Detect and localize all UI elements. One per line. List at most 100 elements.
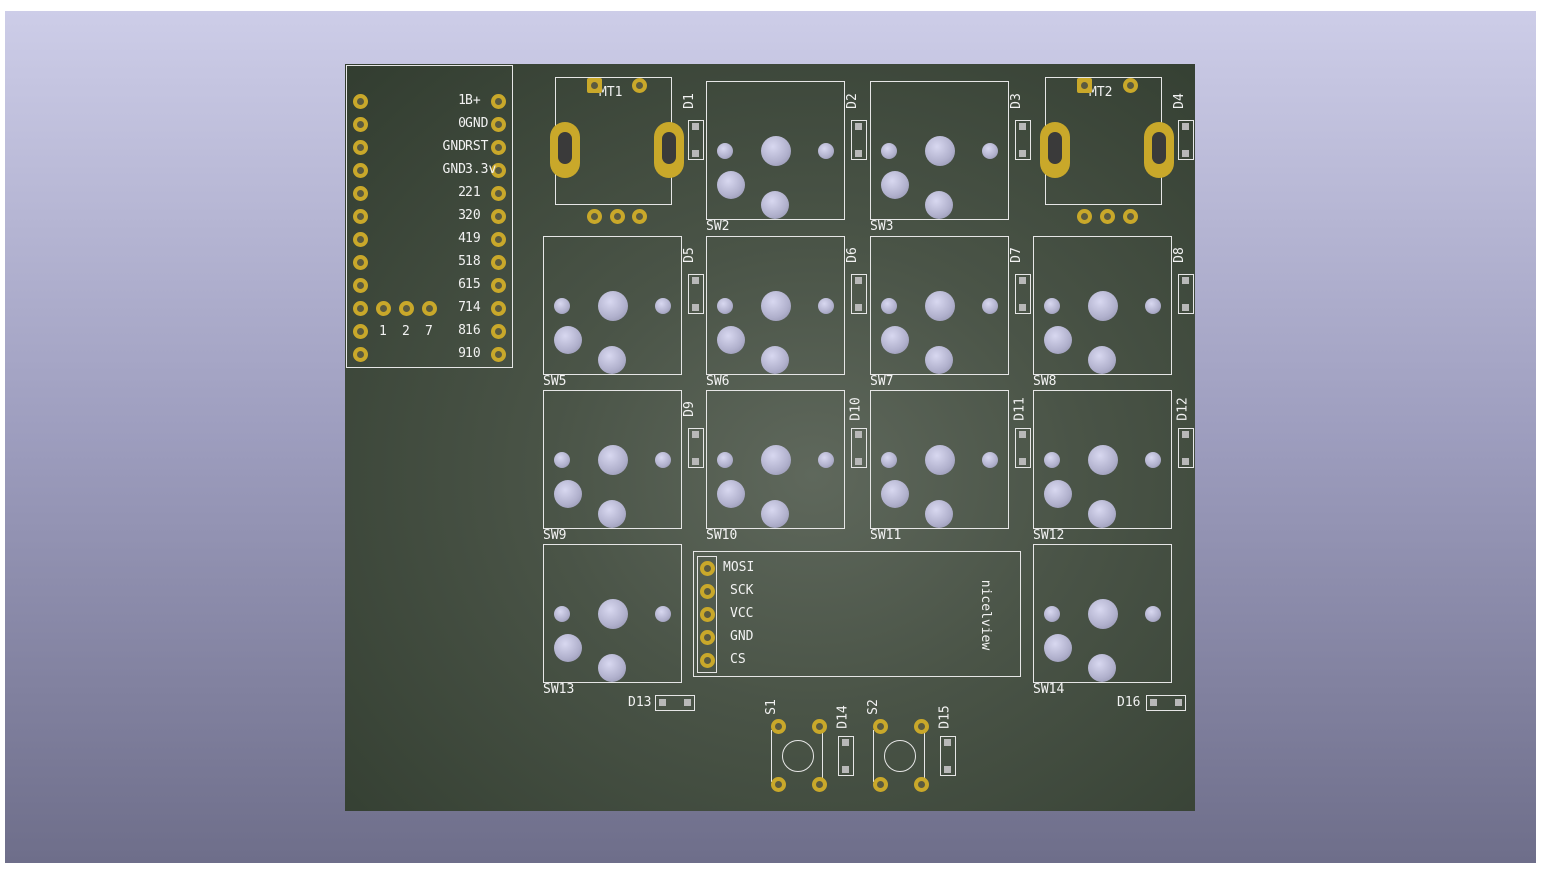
- switch-hole: [1145, 298, 1161, 314]
- mcu-pin-left: [353, 94, 368, 109]
- diode-d12-outline: [1178, 428, 1194, 468]
- mcu-pin-right: [491, 140, 506, 155]
- switch-hole: [925, 191, 953, 219]
- mcu-pin-label-right: 10: [465, 346, 481, 361]
- mcu-pin-left: [353, 140, 368, 155]
- mcu-pin-left: [353, 278, 368, 293]
- diode-pad: [1182, 277, 1189, 284]
- mcu-pin-right: [491, 117, 506, 132]
- diode-pad: [692, 123, 699, 130]
- diode-d4-outline: [1178, 120, 1194, 160]
- diode-d13-outline: [655, 695, 695, 711]
- mcu-pin-label-right: B+: [465, 93, 481, 108]
- switch-hole: [717, 480, 745, 508]
- switch-sw5-label: SW5: [543, 374, 567, 389]
- mt2-label: MT2: [1089, 85, 1113, 100]
- mcu-pin-left: [353, 301, 368, 316]
- switch-hole: [554, 606, 570, 622]
- mcu-pin-right: [491, 186, 506, 201]
- switch-sw10-outline: [706, 390, 845, 529]
- diode-pad: [1182, 304, 1189, 311]
- diode-d6-outline: [851, 274, 867, 314]
- diode-d14-outline: [838, 736, 854, 776]
- mcu-pin-label-left: 3: [458, 208, 466, 223]
- mt1-pad: [632, 78, 647, 93]
- display-pin-label: VCC: [730, 606, 754, 621]
- diode-pad: [1150, 699, 1157, 706]
- switch-sw7-outline: [870, 236, 1009, 375]
- mcu-pin-label-left: 1: [458, 93, 466, 108]
- switch-sw6-label: SW6: [706, 374, 730, 389]
- mcu-pin-right: [491, 301, 506, 316]
- switch-sw10-label: SW10: [706, 528, 738, 543]
- switch-hole: [717, 326, 745, 354]
- switch-hole: [761, 500, 789, 528]
- switch-hole: [1088, 445, 1118, 475]
- mt1-slot: [550, 122, 580, 178]
- switch-sw12-label: SW12: [1033, 528, 1065, 543]
- mcu-extra-pad: [376, 301, 391, 316]
- button-s2-outline: [873, 730, 925, 782]
- switch-sw7-label: SW7: [870, 374, 894, 389]
- switch-hole: [761, 346, 789, 374]
- mcu-pin-label-right: 16: [465, 323, 481, 338]
- mcu-pin-left: [353, 117, 368, 132]
- button-pad: [873, 777, 888, 792]
- button-pad: [873, 719, 888, 734]
- diode-d5-outline: [688, 274, 704, 314]
- button-pad: [914, 777, 929, 792]
- switch-hole: [1088, 654, 1116, 682]
- switch-sw14-outline: [1033, 544, 1172, 683]
- diode-pad: [1019, 277, 1026, 284]
- mcu-pin-right: [491, 209, 506, 224]
- mcu-pin-right: [491, 278, 506, 293]
- diode-d2-label: D2: [844, 93, 860, 109]
- diode-pad: [1182, 123, 1189, 130]
- display-pin-pad: [700, 607, 715, 622]
- switch-hole: [761, 191, 789, 219]
- switch-hole: [881, 143, 897, 159]
- mcu-pin-label-left: 7: [458, 300, 466, 315]
- display-outline: [693, 551, 1021, 677]
- mcu-pin-right: [491, 255, 506, 270]
- switch-hole: [554, 326, 582, 354]
- mcu-pin-right: [491, 347, 506, 362]
- mcu-extra-label: 1: [379, 324, 387, 339]
- diode-pad: [692, 431, 699, 438]
- switch-sw8-label: SW8: [1033, 374, 1057, 389]
- switch-hole: [598, 445, 628, 475]
- switch-hole: [717, 171, 745, 199]
- display-name: nicelview: [978, 579, 994, 651]
- mcu-extra-label: 7: [425, 324, 433, 339]
- diode-pad: [842, 766, 849, 773]
- mcu-extra-pad: [422, 301, 437, 316]
- switch-sw12-outline: [1033, 390, 1172, 529]
- diode-d11-label: D11: [1012, 397, 1028, 421]
- display-pin-label: CS: [730, 652, 746, 667]
- switch-sw8-outline: [1033, 236, 1172, 375]
- diode-pad: [944, 766, 951, 773]
- mcu-pin-right: [491, 94, 506, 109]
- button-s1-actuator: [782, 740, 814, 772]
- diode-d16-outline: [1146, 695, 1186, 711]
- mt2-pad: [1077, 78, 1092, 93]
- mt1-pad: [587, 78, 602, 93]
- mcu-outline: [346, 65, 513, 368]
- diode-d11-outline: [1015, 428, 1031, 468]
- diode-d1-label: D1: [681, 93, 697, 109]
- display-pin-pad: [700, 584, 715, 599]
- mcu-pin-right: [491, 324, 506, 339]
- switch-hole: [717, 143, 733, 159]
- switch-hole: [818, 298, 834, 314]
- mcu-pin-right: [491, 232, 506, 247]
- diode-pad: [1175, 699, 1182, 706]
- mcu-pin-label-left: 9: [458, 346, 466, 361]
- mcu-pin-label-left: 8: [458, 323, 466, 338]
- diode-pad: [1019, 123, 1026, 130]
- diode-d13-label: D13: [628, 695, 652, 710]
- switch-hole: [925, 136, 955, 166]
- mt2-pad: [1123, 209, 1138, 224]
- display-pin-pad: [700, 561, 715, 576]
